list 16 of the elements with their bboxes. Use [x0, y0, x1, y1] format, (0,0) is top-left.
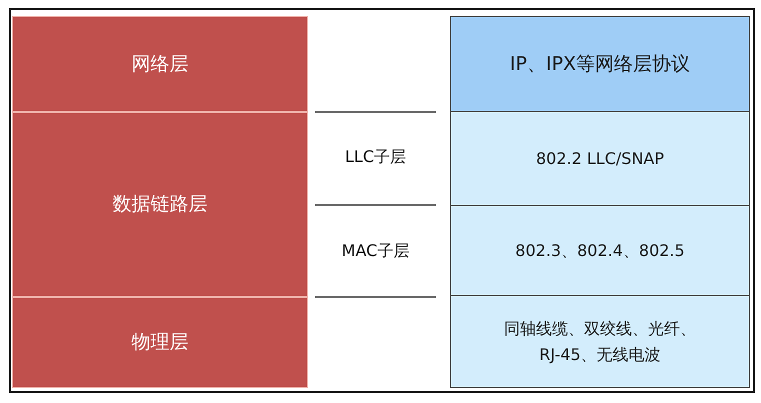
- protocol-text: IP、IPX等网络层协议: [510, 52, 690, 77]
- layer-box: [12, 16, 308, 112]
- layer-name: 网络层: [132, 52, 188, 77]
- protocol-text: 同轴线缆、双绞线、光纤、RJ-45、无线电波: [503, 318, 697, 366]
- protocol-box: [450, 111, 750, 206]
- protocol-text: 802.3、802.4、802.5: [515, 240, 685, 262]
- layer-box: [12, 112, 308, 297]
- protocol-text: 802.2 LLC/SNAP: [536, 148, 664, 170]
- sublayer-label: MAC子层: [342, 241, 410, 260]
- protocol-box: [450, 16, 750, 112]
- protocol-box: [450, 205, 750, 296]
- layer-name: 数据链路层: [112, 192, 208, 218]
- layer-box: [12, 297, 308, 388]
- layer-name: 物理层: [132, 330, 188, 356]
- protocol-box: [450, 295, 750, 388]
- sublayer-label: LLC子层: [345, 147, 406, 166]
